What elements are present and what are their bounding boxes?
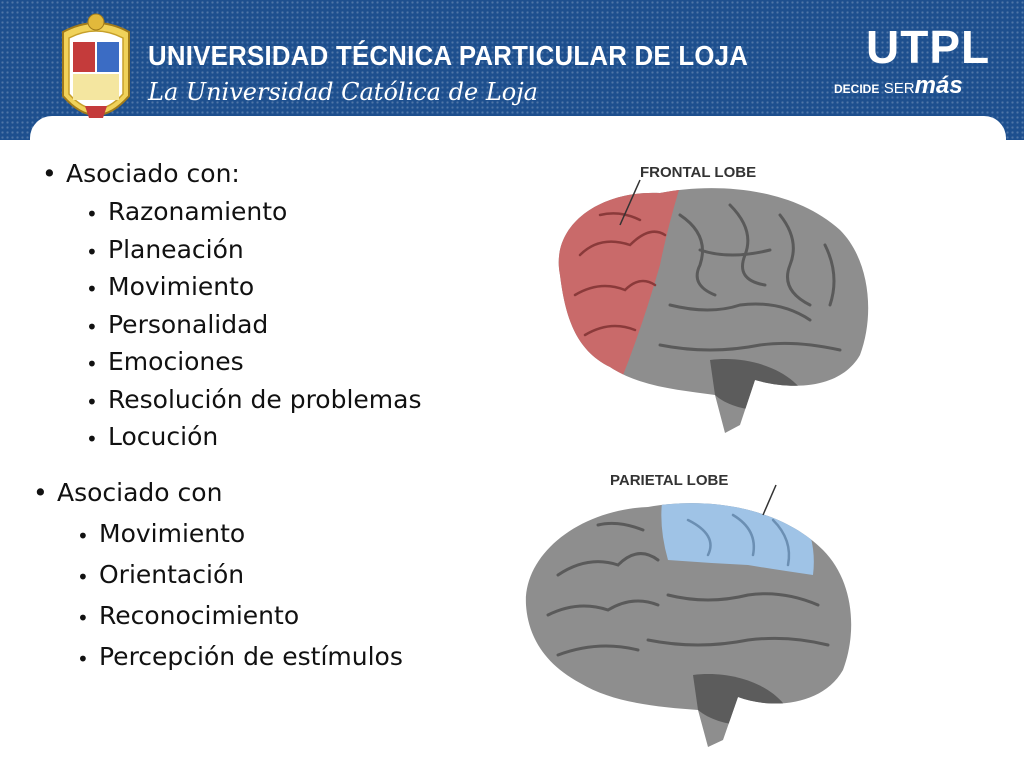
university-seal-icon bbox=[62, 13, 130, 118]
parietal-heading: Asociado con bbox=[57, 478, 223, 507]
bullet-icon: • bbox=[42, 159, 57, 188]
parietal-lobe-label: PARIETAL LOBE bbox=[610, 472, 728, 489]
list-item: • Movimiento bbox=[86, 268, 422, 306]
tagline-ser: SER bbox=[883, 80, 915, 97]
utpl-logo: UTPL bbox=[866, 21, 991, 73]
frontal-heading: Asociado con: bbox=[66, 159, 240, 188]
list-item-text: Movimiento bbox=[108, 272, 255, 301]
parietal-functions-list: • Movimiento • Orientación • Reconocimiento… bbox=[77, 513, 403, 677]
bullet-icon: • bbox=[86, 239, 98, 264]
bullet-icon: • bbox=[86, 389, 98, 414]
bullet-icon: • bbox=[86, 202, 98, 226]
list-item: • Locución bbox=[86, 418, 422, 456]
list-item: • Personalidad bbox=[86, 306, 422, 344]
bullet-icon: • bbox=[77, 606, 89, 630]
list-item-text: Movimiento bbox=[99, 519, 246, 548]
university-title: UNIVERSIDAD TÉCNICA PARTICULAR DE LOJA bbox=[148, 40, 749, 71]
bullet-icon: • bbox=[77, 565, 89, 589]
list-item-text: Locución bbox=[108, 422, 219, 451]
utpl-tagline: DECIDE SERmás bbox=[834, 72, 963, 100]
university-subtitle: La Universidad Católica de Loja bbox=[148, 78, 538, 106]
frontal-lobe-image: FRONTAL LOBE bbox=[558, 164, 869, 433]
frontal-heading-list: • Asociado con: bbox=[42, 157, 240, 191]
list-item: • Planeación bbox=[86, 231, 422, 269]
list-item-text: Personalidad bbox=[108, 309, 269, 339]
list-item-text: Orientación bbox=[99, 560, 245, 589]
bullet-icon: • bbox=[86, 427, 98, 451]
list-item: • Orientación bbox=[77, 554, 403, 595]
tagline-decide: DECIDE bbox=[834, 82, 880, 96]
frontal-functions-list: • Razonamiento • Planeación • Movimiento • P… bbox=[86, 193, 422, 456]
bullet-icon: • bbox=[33, 478, 48, 507]
list-item: • Reconocimiento bbox=[77, 595, 403, 636]
list-item: • Movimiento bbox=[77, 513, 403, 554]
frontal-lobe-label: FRONTAL LOBE bbox=[640, 164, 756, 181]
list-item: • Asociado con bbox=[33, 476, 223, 510]
list-item-text: Emociones bbox=[108, 347, 244, 376]
list-item-text: Razonamiento bbox=[108, 197, 288, 226]
bullet-icon: • bbox=[77, 647, 89, 671]
bullet-icon: • bbox=[86, 314, 98, 339]
list-item: • Percepción de estímulos bbox=[77, 636, 403, 677]
list-item: • Asociado con: bbox=[42, 157, 240, 191]
list-item: • Emociones bbox=[86, 343, 422, 381]
list-item-text: Planeación bbox=[108, 234, 244, 264]
bullet-icon: • bbox=[77, 524, 89, 548]
bullet-icon: • bbox=[86, 277, 98, 301]
list-item: • Razonamiento bbox=[86, 193, 422, 231]
parietal-heading-list: • Asociado con bbox=[33, 476, 223, 510]
list-item-text: Percepción de estímulos bbox=[99, 642, 403, 671]
tagline-mas: más bbox=[914, 72, 963, 99]
list-item-text: Resolución de problemas bbox=[108, 384, 422, 414]
parietal-lobe-image: PARIETAL LOBE bbox=[525, 472, 852, 747]
list-item-text: Reconocimiento bbox=[99, 601, 300, 630]
header-curve bbox=[30, 116, 1006, 156]
list-item: • Resolución de problemas bbox=[86, 381, 422, 419]
bullet-icon: • bbox=[86, 352, 98, 376]
